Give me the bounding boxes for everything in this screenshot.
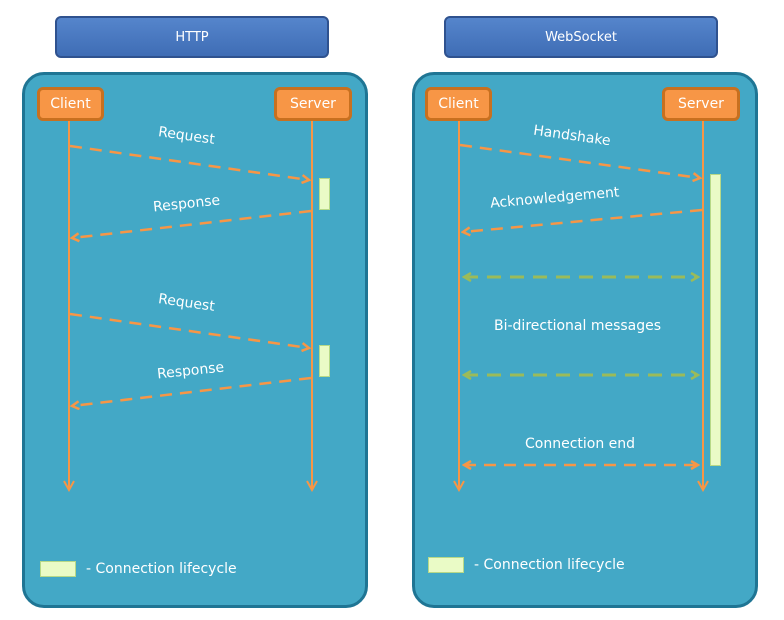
- http-response-arrow-2: [72, 376, 312, 406]
- http-panel: [22, 72, 368, 608]
- ws-ack-arrow: [463, 208, 703, 232]
- http-legend-text: - Connection lifecycle: [86, 561, 237, 577]
- ws-connection-end-label: Connection end: [525, 436, 636, 452]
- http-client-box: Client: [37, 87, 104, 121]
- ws-server-box: Server: [662, 87, 740, 121]
- http-server-box: Server: [274, 87, 352, 121]
- http-legend: - Connection lifecycle: [40, 561, 237, 577]
- http-lifecycle-bar-1: [319, 178, 330, 210]
- http-response-arrow-1: [72, 209, 312, 238]
- ws-bidirectional-label: Bi-directional messages: [494, 318, 662, 334]
- ws-client-box: Client: [425, 87, 492, 121]
- http-lifecycle-bar-2: [319, 345, 330, 377]
- http-request-arrow-1: [69, 144, 309, 180]
- websocket-title: WebSocket: [444, 16, 718, 58]
- ws-legend-text: - Connection lifecycle: [474, 557, 625, 573]
- http-request-arrow-2: [69, 312, 309, 348]
- ws-lifecycle-bar: [710, 174, 721, 466]
- lifecycle-swatch: [40, 561, 76, 577]
- http-title: HTTP: [55, 16, 329, 58]
- lifecycle-swatch: [428, 557, 464, 573]
- ws-handshake-arrow: [459, 143, 700, 178]
- ws-legend: - Connection lifecycle: [428, 557, 625, 573]
